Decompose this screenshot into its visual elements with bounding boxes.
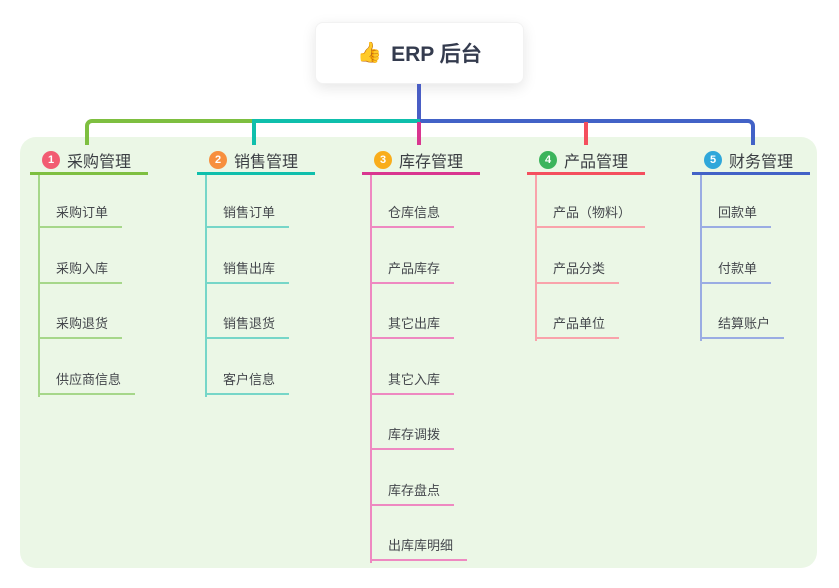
branch-trunk-line	[370, 175, 372, 563]
branch-title-label: 采购管理	[67, 153, 132, 171]
branch-trunk-line	[535, 175, 537, 341]
branch-number-badge: 5	[704, 150, 722, 169]
child-topic[interactable]: 销售出库	[205, 258, 290, 284]
bus-segment-sales	[254, 119, 420, 123]
child-topic[interactable]: 销售退货	[205, 313, 290, 339]
branch-number-badge: 4	[539, 150, 557, 169]
branch-4: 4 产品管理产品（物料） 产品分类产品单位	[527, 137, 677, 568]
child-topic[interactable]: 库存调拨	[370, 424, 455, 450]
child-topic[interactable]: 出库库明细	[370, 535, 468, 561]
child-topic[interactable]: 销售订单	[205, 202, 290, 228]
thumbs-up-icon: 👍	[357, 42, 383, 64]
child-topic[interactable]: 产品分类	[535, 258, 620, 284]
branch-title[interactable]: 2 销售管理	[197, 147, 315, 175]
child-topic[interactable]: 库存盘点	[370, 480, 455, 506]
child-topic[interactable]: 其它出库	[370, 313, 455, 339]
branch-number-badge: 3	[374, 150, 392, 169]
branch-trunk-line	[700, 175, 702, 341]
branch-1: 1 采购管理采购订单采购入库采购退货供应商信息	[30, 137, 180, 568]
root-connector-line	[417, 84, 421, 122]
child-topic[interactable]: 回款单	[700, 202, 772, 228]
branch-5: 5 财务管理回款单付款单结算账户	[692, 137, 839, 568]
child-topic[interactable]: 采购订单	[38, 202, 123, 228]
child-topic[interactable]: 付款单	[700, 258, 772, 284]
branch-title-label: 产品管理	[564, 153, 629, 171]
bus-segment-finance	[420, 119, 755, 145]
child-topic[interactable]: 产品单位	[535, 313, 620, 339]
child-topic[interactable]: 采购入库	[38, 258, 123, 284]
drop-line-sales	[252, 119, 256, 145]
child-topic[interactable]: 结算账户	[700, 313, 785, 339]
bus-segment-purchase	[85, 119, 254, 145]
root-title: ERP 后台	[391, 43, 482, 66]
branch-title-label: 财务管理	[729, 153, 794, 171]
child-topic[interactable]: 供应商信息	[38, 369, 136, 395]
child-topic[interactable]: 其它入库	[370, 369, 455, 395]
child-topic[interactable]: 产品库存	[370, 258, 455, 284]
drop-line-product	[584, 122, 588, 145]
drop-line-inventory	[417, 122, 421, 145]
child-topic[interactable]: 仓库信息	[370, 202, 455, 228]
branches-panel: 1 采购管理采购订单采购入库采购退货供应商信息 2 销售管理销售订单销售出库销售退货客…	[20, 137, 817, 568]
branch-title-label: 销售管理	[234, 153, 299, 171]
child-topic[interactable]: 采购退货	[38, 313, 123, 339]
branch-3: 3 库存管理仓库信息产品库存其它出库其它入库库存调拨库存盘点出库库明细	[362, 137, 512, 568]
branch-title[interactable]: 4 产品管理	[527, 147, 645, 175]
branch-title[interactable]: 5 财务管理	[692, 147, 810, 175]
child-topic[interactable]: 产品（物料）	[535, 202, 646, 228]
branch-title-label: 库存管理	[399, 153, 464, 171]
branch-number-badge: 1	[42, 150, 60, 169]
root-topic[interactable]: 👍 ERP 后台	[315, 22, 524, 84]
branch-title[interactable]: 1 采购管理	[30, 147, 148, 175]
branch-title[interactable]: 3 库存管理	[362, 147, 480, 175]
child-topic[interactable]: 客户信息	[205, 369, 290, 395]
branch-trunk-line	[205, 175, 207, 397]
branch-trunk-line	[38, 175, 40, 397]
branch-2: 2 销售管理销售订单销售出库销售退货客户信息	[197, 137, 347, 568]
branch-number-badge: 2	[209, 150, 227, 169]
